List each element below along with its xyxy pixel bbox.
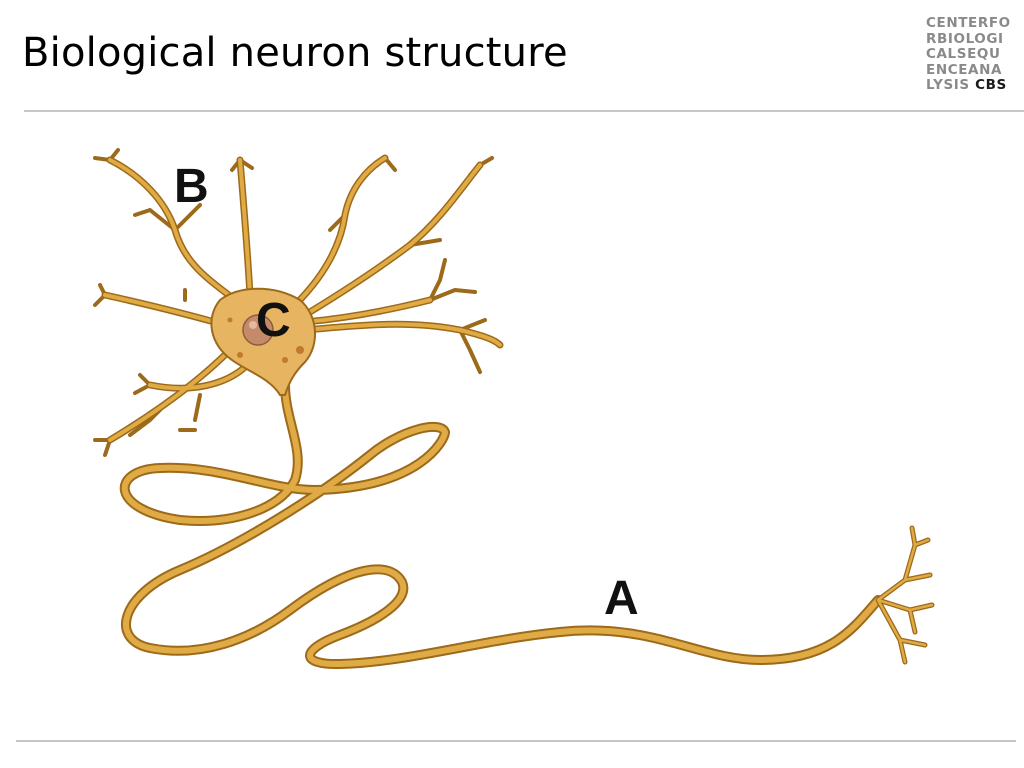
label-b: B (174, 160, 209, 213)
logo-line: CENTERFO (926, 15, 1011, 31)
cbs-logo: CENTERFO RBIOLOGI CALSEQU ENCEANA LYSIS … (926, 15, 1012, 94)
axon-terminals (875, 525, 935, 665)
neuron-illustration (93, 148, 935, 670)
footer-divider (16, 740, 1016, 742)
logo-emphasis: CBS (975, 77, 1007, 94)
dendrites (93, 148, 504, 457)
soma (210, 287, 317, 396)
label-c: C (256, 294, 291, 347)
logo-line: ENCEANA (926, 61, 1003, 78)
header-divider (24, 110, 1024, 112)
label-a: A (604, 572, 639, 625)
axon (119, 380, 883, 670)
logo-line: CALSEQU (926, 46, 1001, 63)
logo-line-last: LYSIS CBS (926, 78, 1012, 94)
slide-title: Biological neuron structure (22, 30, 568, 76)
logo-line: LYSIS (926, 77, 970, 94)
nucleolus (249, 321, 257, 329)
logo-line: RBIOLOGI (926, 30, 1004, 47)
